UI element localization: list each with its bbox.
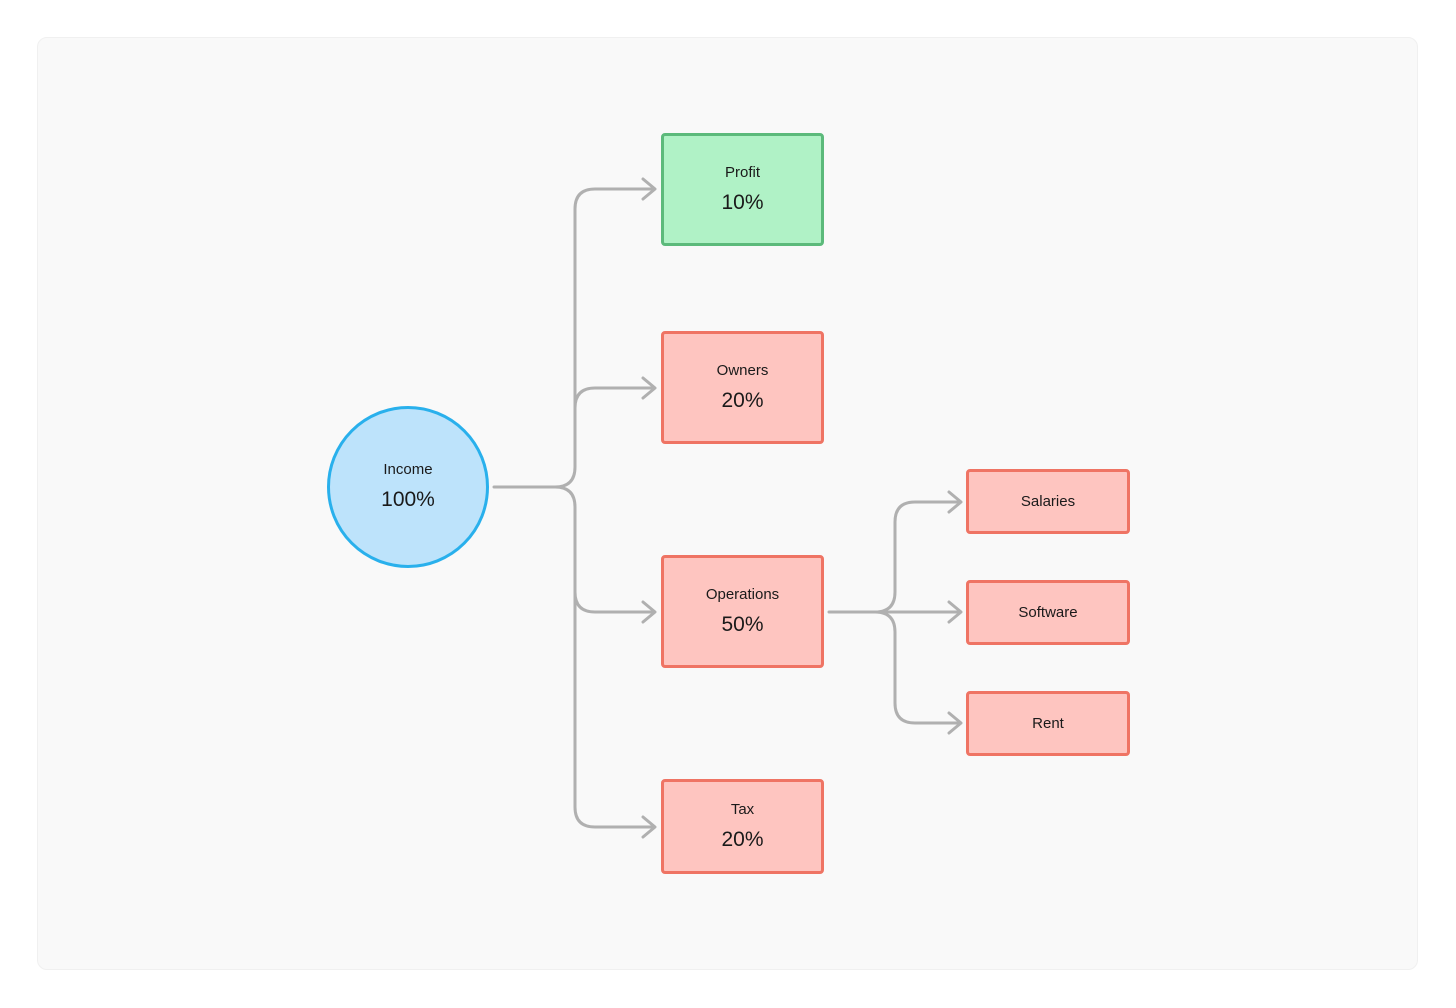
node-operations-label: Operations — [705, 585, 780, 603]
node-software[interactable]: Software — [966, 580, 1130, 645]
node-software-label: Software — [1018, 603, 1078, 621]
node-income[interactable]: Income 100% — [327, 406, 489, 568]
arrowhead-salaries — [947, 490, 963, 514]
edge-operations-salaries — [827, 500, 961, 614]
edge-income-operations — [553, 485, 655, 614]
node-owners-label: Owners — [716, 361, 769, 379]
node-profit-value: 10% — [721, 190, 764, 214]
node-tax[interactable]: Tax 20% — [661, 779, 824, 874]
node-income-label: Income — [383, 461, 433, 478]
edge-income-tax — [573, 590, 655, 829]
node-tax-label: Tax — [730, 800, 755, 818]
node-salaries[interactable]: Salaries — [966, 469, 1130, 534]
arrowhead-operations — [641, 600, 657, 624]
node-rent-label: Rent — [1032, 714, 1064, 732]
edge-income-owners — [573, 386, 655, 410]
arrowhead-profit — [641, 177, 657, 201]
node-owners[interactable]: Owners 20% — [661, 331, 824, 444]
edge-operations-rent — [873, 610, 961, 725]
node-operations[interactable]: Operations 50% — [661, 555, 824, 668]
edge-income-profit — [492, 187, 655, 489]
arrowhead-software — [947, 600, 963, 624]
node-salaries-label: Salaries — [1020, 492, 1076, 510]
arrowhead-tax — [641, 815, 657, 839]
node-income-value: 100% — [381, 488, 435, 511]
node-owners-value: 20% — [721, 388, 764, 412]
arrowhead-rent — [947, 711, 963, 735]
node-tax-value: 20% — [721, 827, 764, 851]
arrowhead-owners — [641, 376, 657, 400]
node-profit[interactable]: Profit 10% — [661, 133, 824, 246]
node-operations-value: 50% — [721, 612, 764, 636]
node-rent[interactable]: Rent — [966, 691, 1130, 756]
node-profit-label: Profit — [724, 163, 760, 181]
